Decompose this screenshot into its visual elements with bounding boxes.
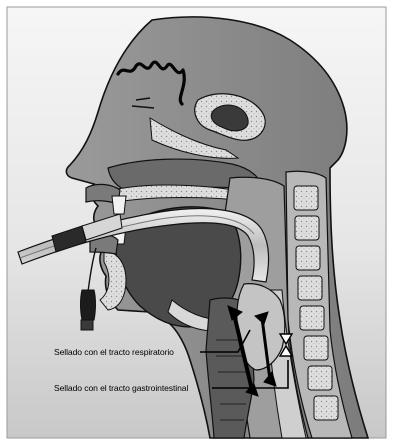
- label-gastrointestinal-seal: Sellado con el tracto gastrointestinal: [54, 383, 188, 393]
- label-respiratory-seal: Sellado con el tracto respiratorio: [54, 347, 174, 357]
- pilot-valve: [81, 320, 93, 330]
- pilot-balloon: [81, 290, 96, 320]
